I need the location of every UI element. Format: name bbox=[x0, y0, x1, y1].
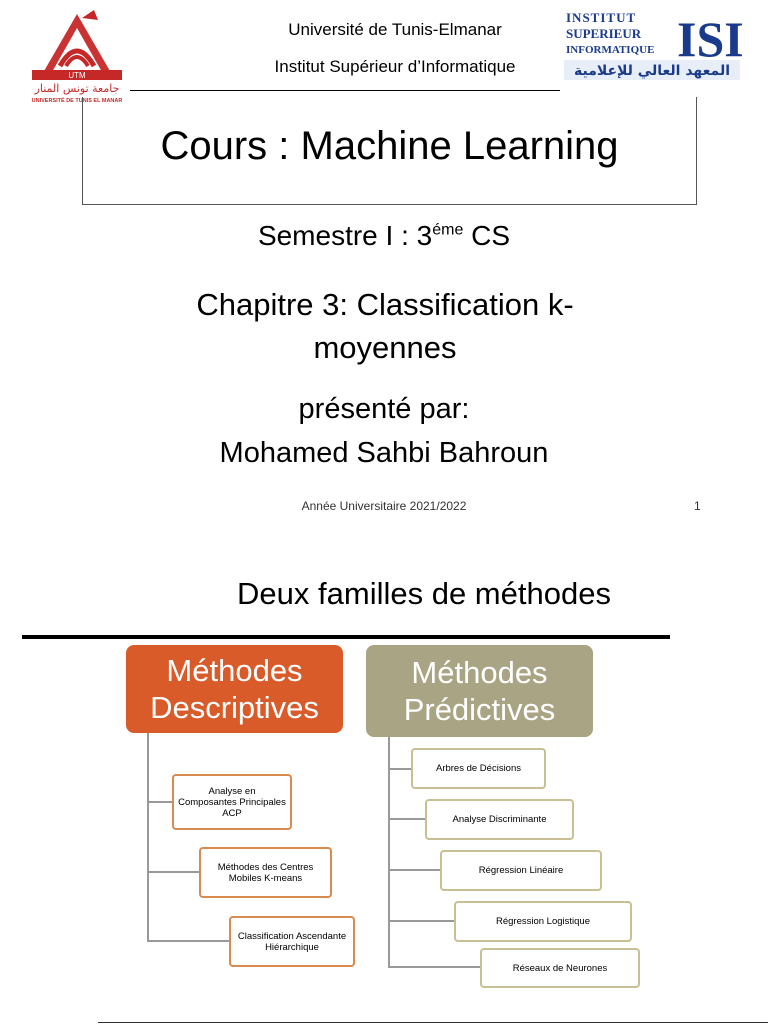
semestre-prefix: Semestre I : 3 bbox=[257, 220, 433, 251]
isi-institute-logo: INSTITUT SUPERIEUR INFORMATIQUE ISI المع… bbox=[562, 8, 744, 82]
page-number: 1 bbox=[694, 499, 701, 513]
utm-university-logo: UTM جامعة تونس المنار UNIVERSITÉ DE TUNI… bbox=[22, 6, 132, 104]
academic-year: Année Universitaire 2021/2022 bbox=[301, 499, 467, 513]
utm-logo-caption: UNIVERSITÉ DE TUNIS EL MANAR bbox=[32, 96, 123, 104]
predictive-tree-branch bbox=[388, 818, 425, 820]
predictive-tree-branch bbox=[388, 768, 411, 770]
predictive-tree-branch bbox=[388, 966, 480, 968]
title-frame bbox=[82, 97, 697, 205]
predictive-item-neural-networks: Réseaux de Neurones bbox=[480, 948, 640, 988]
slide2-title-rule bbox=[22, 635, 670, 639]
author-name: Mohamed Sahbi Bahroun bbox=[219, 437, 549, 469]
semestre-line: Semestre I : 3éme CS bbox=[0, 220, 768, 252]
predictive-item-label: Réseaux de Neurones bbox=[512, 962, 608, 974]
predictive-tree-branch bbox=[388, 869, 440, 871]
descriptive-item-kmeans: Méthodes des Centres Mobiles K-means bbox=[199, 847, 332, 898]
descriptive-item-label: Classification Ascendante Hiérarchique bbox=[237, 930, 347, 953]
descriptive-tree-branch bbox=[147, 940, 229, 942]
slide2-title: Deux familles de méthodes bbox=[237, 576, 611, 611]
predictive-item-label: Régression Logistique bbox=[495, 916, 590, 927]
semestre-suffix: CS bbox=[463, 220, 511, 251]
descriptive-item-label: Analyse en Composantes Principales ACP bbox=[178, 785, 286, 819]
predictive-item-linear-regression: Régression Linéaire bbox=[440, 850, 602, 891]
predictive-item-decision-trees: Arbres de Décisions bbox=[411, 748, 546, 789]
predictive-tree-trunk bbox=[388, 737, 390, 968]
chapter-title: Chapitre 3: Classification k-moyennes bbox=[196, 287, 574, 365]
descriptive-item-label: Méthodes des Centres Mobiles K-means bbox=[217, 861, 314, 884]
predictive-item-logistic-regression: Régression Logistique bbox=[454, 901, 632, 942]
isi-logo-arabic: المعهد العالي للإعلامية bbox=[574, 63, 730, 79]
predictive-tree-branch bbox=[388, 920, 454, 922]
presented-by-label: présenté par: bbox=[298, 393, 470, 425]
descriptive-tree-branch bbox=[147, 871, 199, 873]
predictive-item-label: Régression Linéaire bbox=[478, 865, 564, 876]
header-divider bbox=[130, 90, 560, 91]
descriptive-item-cah: Classification Ascendante Hiérarchique bbox=[229, 916, 355, 967]
predictive-item-discriminant: Analyse Discriminante bbox=[425, 799, 574, 840]
descriptive-item-acp: Analyse en Composantes Principales ACP bbox=[172, 774, 292, 830]
isi-logo-line-1: INSTITUT bbox=[566, 10, 636, 25]
utm-logo-acronym: UTM bbox=[68, 71, 86, 80]
predictive-item-label: Analyse Discriminante bbox=[452, 814, 547, 825]
semestre-superscript: éme bbox=[432, 221, 464, 239]
descriptive-methods-header: Méthodes Descriptives bbox=[126, 645, 343, 733]
bottom-divider bbox=[98, 1022, 768, 1023]
predictive-methods-header: Méthodes Prédictives bbox=[366, 645, 593, 737]
isi-logo-line-2: SUPERIEUR bbox=[566, 26, 642, 41]
course-title: Cours : Machine Learning bbox=[160, 124, 619, 168]
predictive-item-label: Arbres de Décisions bbox=[435, 763, 521, 774]
university-name: Université de Tunis-Elmanar bbox=[288, 20, 502, 39]
isi-logo-acronym: ISI bbox=[677, 11, 742, 67]
isi-logo-line-3: INFORMATIQUE bbox=[566, 44, 654, 56]
utm-logo-arabic: جامعة تونس المنار bbox=[34, 82, 120, 95]
institute-name: Institut Supérieur d’Informatique bbox=[274, 57, 516, 76]
descriptive-tree-branch bbox=[147, 801, 172, 803]
descriptive-tree-trunk bbox=[147, 733, 149, 942]
